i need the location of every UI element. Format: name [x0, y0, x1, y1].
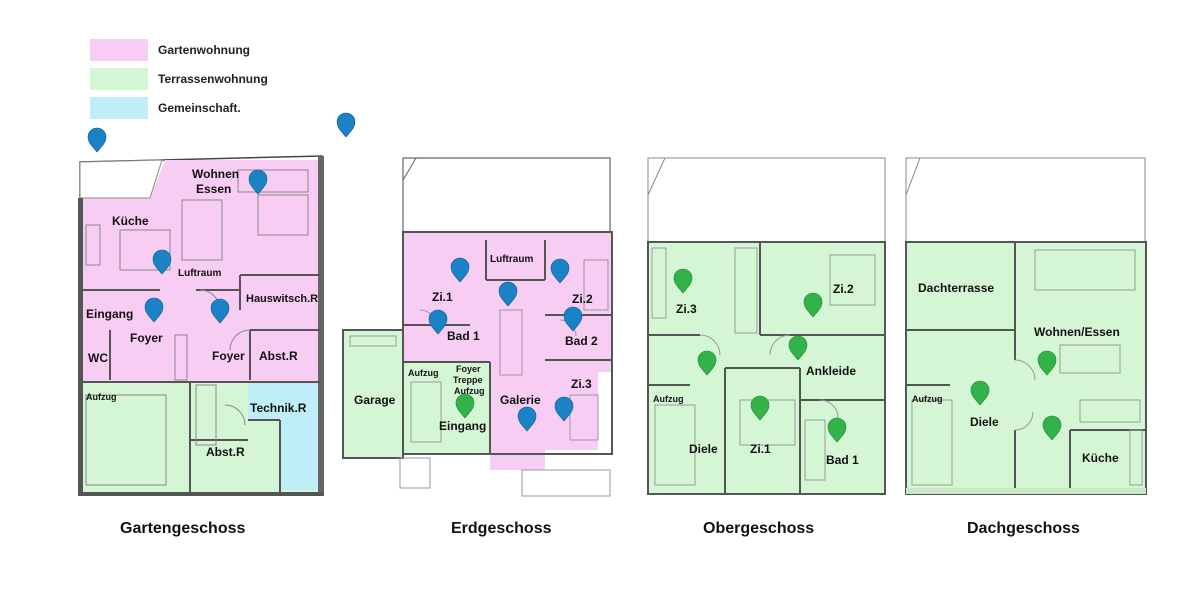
location-pin-icon[interactable] [336, 112, 356, 138]
room-label-aufzug: Aufzug [408, 368, 439, 378]
room-label-abstellraum: Abst.R [259, 349, 298, 363]
room-label-kueche: Küche [112, 214, 149, 228]
room-label-foyer: Foyer [130, 331, 163, 345]
floor-plan-gartengeschoss: Wohnen Essen Küche Luftraum Hauswitsch.R… [78, 112, 356, 537]
location-pin-icon[interactable] [87, 127, 107, 153]
room-label-dachterrasse: Dachterrasse [918, 281, 994, 295]
room-label-aufzug: Aufzug [653, 394, 684, 404]
floor-plan-obergeschoss: Zi.3 Zi.2 Ankleide Aufzug Diele Zi.1 Bad… [647, 157, 886, 537]
room-label-zimmer-3: Zi.3 [571, 377, 592, 391]
legend-swatch-terrace [90, 68, 148, 90]
legend-swatch-common [90, 97, 148, 119]
floor-title: Dachgeschoss [967, 520, 1080, 537]
legend-label: Gemeinschaft. [158, 101, 241, 115]
room-label-garage: Garage [354, 393, 396, 407]
floor-plan-erdgeschoss: Luftraum Zi.1 Zi.2 Bad 1 Bad 2 Garage Au… [342, 157, 613, 537]
room-label-zimmer-1: Zi.1 [750, 442, 771, 456]
room-label-bad-1: Bad 1 [826, 453, 859, 467]
room-label-essen: Essen [196, 182, 231, 196]
room-label-hauswirtschaft: Hauswitsch.R [246, 293, 318, 305]
room-label-diele: Diele [970, 415, 999, 429]
room-label-kueche: Küche [1082, 451, 1119, 465]
room-label-foyer-2: Foyer [212, 349, 245, 363]
floor-title: Erdgeschoss [451, 520, 552, 537]
room-label-zimmer-2: Zi.2 [833, 282, 854, 296]
room-label-wohnen-essen: Wohnen/Essen [1034, 325, 1120, 339]
room-label-luftraum: Luftraum [490, 254, 533, 265]
floor-plan-dachgeschoss: Dachterrasse Wohnen/Essen Aufzug Diele K… [905, 157, 1147, 537]
room-label-treppe: Treppe [453, 375, 483, 385]
room-label-luftraum: Luftraum [178, 268, 221, 279]
room-label-aufzug: Aufzug [912, 394, 943, 404]
legend-label: Terrassenwohnung [158, 72, 268, 86]
room-label-bad-1: Bad 1 [447, 329, 480, 343]
floor-title: Obergeschoss [703, 520, 814, 537]
room-label-aufzug-2: Aufzug [454, 386, 485, 396]
room-label-zimmer-3: Zi.3 [676, 302, 697, 316]
legend-swatch-garden [90, 39, 148, 61]
room-label-zimmer-2: Zi.2 [572, 292, 593, 306]
floor-title: Gartengeschoss [120, 520, 245, 537]
room-label-ankleide: Ankleide [806, 364, 856, 378]
room-label-abstellraum-2: Abst.R [206, 445, 245, 459]
room-label-eingang: Eingang [439, 419, 486, 433]
room-label-bad-2: Bad 2 [565, 334, 598, 348]
room-label-aufzug: Aufzug [86, 392, 117, 402]
room-label-galerie: Galerie [500, 393, 541, 407]
room-label-wohnen: Wohnen [192, 167, 239, 181]
room-label-wc: WC [88, 351, 108, 365]
room-label-diele: Diele [689, 442, 718, 456]
room-label-technikraum: Technik.R [250, 401, 307, 415]
room-label-eingang: Eingang [86, 307, 133, 321]
legend-label: Gartenwohnung [158, 43, 250, 57]
room-label-foyer: Foyer [456, 364, 481, 374]
room-label-zimmer-1: Zi.1 [432, 290, 453, 304]
